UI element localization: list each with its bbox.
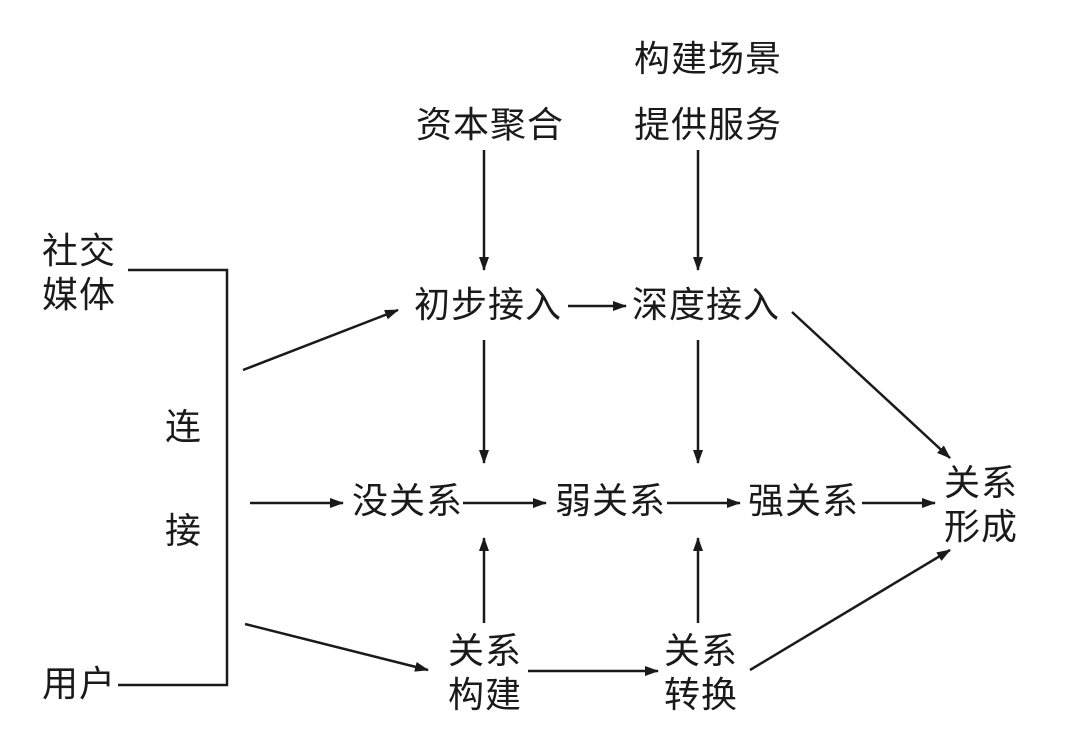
relation-convert-line-1: 关系 [664,631,739,672]
relation-build-node: 关系 构建 [448,630,522,718]
relation-formed-node: 关系 形成 [944,462,1018,550]
relation-build-line-1: 关系 [448,631,523,672]
deep-access-node: 深度接入 [632,285,781,326]
social-media-line-1: 社交 [42,231,117,272]
no-relation-node: 没关系 [352,481,464,522]
connect-char-1: 连 [165,407,203,448]
weak-relation-node: 弱关系 [555,481,667,522]
arrow-connect-to-relation-build [244,622,429,672]
build-scene-label: 构建场景 [634,39,783,80]
social-media-label: 社交 媒体 [42,230,116,318]
connect-bracket [118,268,229,687]
provide-service-label: 提供服务 [634,105,783,146]
strong-relation-node: 强关系 [748,481,860,522]
relation-formed-line-1: 关系 [944,463,1019,504]
relation-build-line-2: 构建 [448,675,523,716]
arrow-connect-to-initial-access [242,308,399,372]
arrow-deep-access-to-relation-formed [791,311,951,459]
users-label: 用户 [42,664,117,705]
relation-formed-line-2: 形成 [944,507,1019,548]
arrow-relation-convert-to-relation-formed [749,548,951,672]
relation-convert-node: 关系 转换 [664,630,738,718]
capital-aggregation-label: 资本聚合 [416,105,565,146]
initial-access-node: 初步接入 [414,285,563,326]
connect-char-2: 接 [165,511,203,552]
social-media-line-2: 媒体 [42,275,117,316]
relation-convert-line-2: 转换 [664,675,739,716]
